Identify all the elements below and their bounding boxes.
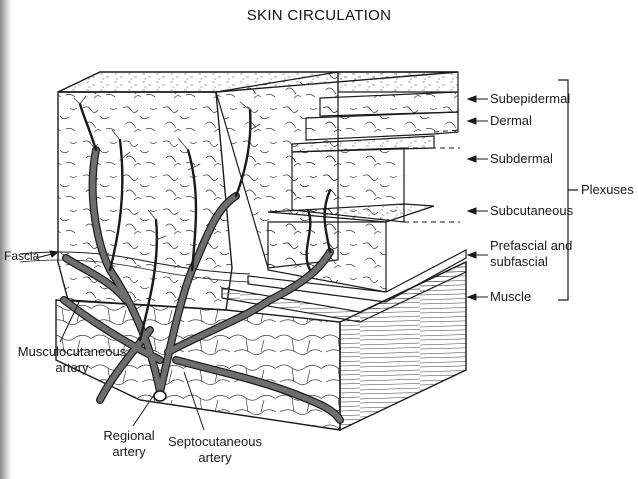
label-plexuses: Plexuses: [581, 182, 634, 197]
label-regional-line1: Regional: [103, 428, 155, 443]
leader-lines: [35, 250, 205, 431]
step-dermal: [305, 111, 459, 141]
label-musculocutaneous-line1: Musculocutaneous: [17, 344, 127, 359]
label-subepidermal: Subepidermal: [490, 91, 571, 106]
label-septocutaneous-artery: Septocutaneous artery: [160, 434, 270, 466]
label-fascia: Fascia: [4, 249, 40, 263]
label-regional-artery: Regional artery: [94, 428, 164, 460]
label-prefascial: Prefascial and subfascial: [490, 238, 572, 270]
label-subcutaneous: Subcutaneous: [490, 203, 574, 218]
right-top-layer: [337, 71, 459, 93]
arteries: [60, 95, 344, 424]
label-dermal: Dermal: [490, 113, 532, 128]
label-septocutaneous-line1: Septocutaneous: [168, 434, 262, 449]
label-septocutaneous-line2: artery: [198, 450, 232, 465]
label-musculocutaneous-artery: Musculocutaneous artery: [12, 344, 132, 376]
fascia-plate: [247, 249, 467, 303]
label-arrows: [466, 95, 488, 301]
label-muscle: Muscle: [490, 289, 532, 304]
step-subcutaneous-top: [267, 203, 435, 223]
plexuses-bracket: [558, 79, 578, 301]
label-regional-line2: artery: [112, 444, 146, 459]
label-musculocutaneous-line2: artery: [55, 360, 89, 375]
page-title: SKIN CIRCULATION: [246, 7, 392, 24]
label-subdermal: Subdermal: [490, 151, 553, 166]
plexus-steps: [267, 91, 461, 293]
label-prefascial-line2: subfascial: [490, 254, 548, 269]
front-face: [57, 91, 233, 311]
label-prefascial-line1: Prefascial and: [490, 238, 573, 253]
page-edge-shadow: [0, 0, 12, 479]
